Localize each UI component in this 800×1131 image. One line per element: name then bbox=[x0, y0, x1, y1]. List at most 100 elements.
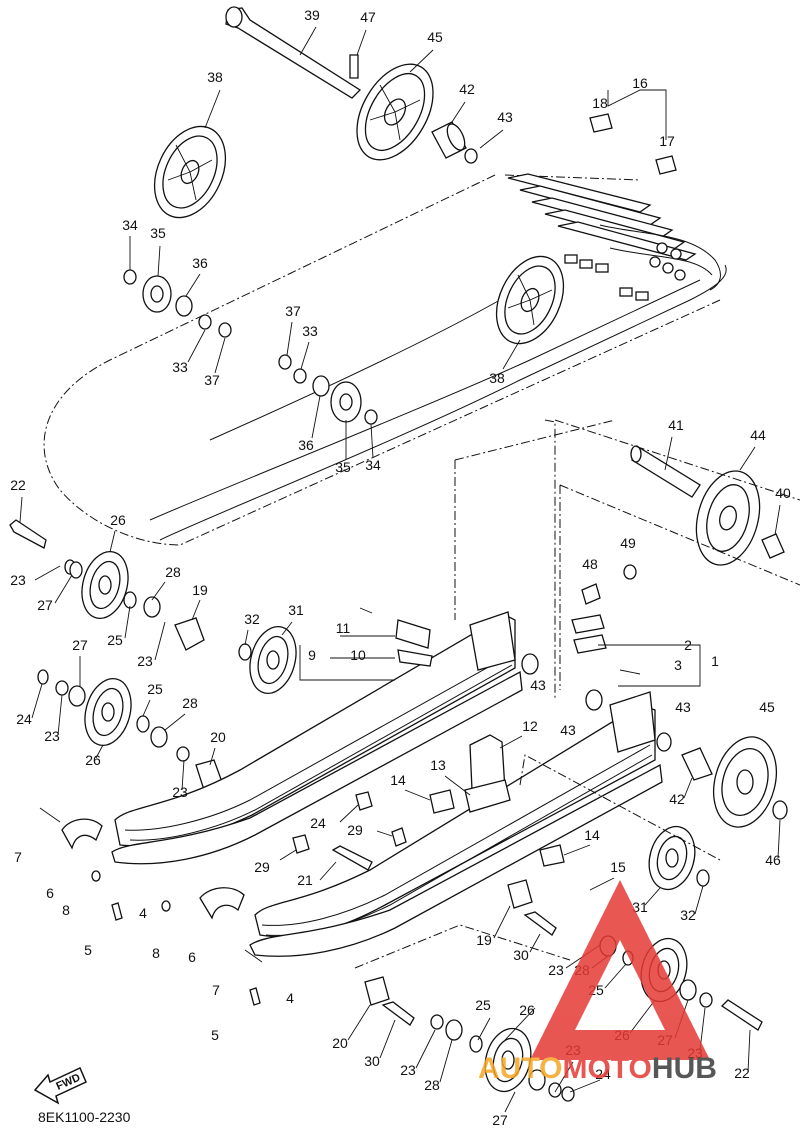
leader-line bbox=[154, 621, 166, 661]
callout-23b: 23 bbox=[137, 653, 153, 669]
leader-line bbox=[299, 26, 317, 56]
callout-32a: 32 bbox=[244, 611, 260, 627]
leader-line bbox=[563, 844, 591, 856]
arm-bracket-19-b bbox=[507, 879, 557, 936]
leader-line bbox=[409, 49, 434, 73]
callout-24b: 24 bbox=[310, 815, 326, 831]
callout-23a: 23 bbox=[10, 572, 26, 588]
leader-line bbox=[589, 877, 615, 891]
leader-line bbox=[124, 605, 131, 639]
callout-28b: 28 bbox=[182, 695, 198, 711]
rear-axle-shaft bbox=[225, 6, 362, 99]
callout-1: 1 bbox=[711, 653, 719, 669]
callout-43d: 43 bbox=[675, 699, 691, 715]
callout-36a: 36 bbox=[192, 255, 208, 271]
leader-line bbox=[774, 504, 781, 536]
callout-35a: 35 bbox=[150, 225, 166, 241]
callout-19a: 19 bbox=[192, 582, 208, 598]
callout-48: 48 bbox=[582, 556, 598, 572]
leader-line bbox=[191, 599, 201, 621]
warning-triangle-icon bbox=[530, 880, 710, 1060]
callout-6a: 6 bbox=[46, 885, 54, 901]
leader-line bbox=[444, 775, 471, 796]
leader-line bbox=[311, 395, 321, 439]
leader-line bbox=[739, 446, 756, 471]
callout-12: 12 bbox=[522, 718, 538, 734]
bearing-set-left bbox=[123, 269, 232, 338]
track-clips bbox=[564, 242, 686, 301]
callout-22a: 22 bbox=[10, 477, 26, 493]
callout-14a: 14 bbox=[390, 772, 406, 788]
leader-line bbox=[439, 1039, 453, 1083]
callout-27a: 27 bbox=[37, 597, 53, 613]
callout-6b: 6 bbox=[188, 949, 196, 965]
diagram-code: 8EK1100-2230 bbox=[38, 1109, 131, 1125]
washer-upper bbox=[464, 148, 478, 164]
leader-line bbox=[683, 777, 693, 799]
leader-line bbox=[214, 337, 226, 374]
callout-17: 17 bbox=[659, 133, 675, 149]
watermark-logo: AUTOMOTOHUB bbox=[478, 880, 717, 1085]
callout-23d: 23 bbox=[172, 784, 188, 800]
watermark-part2: MOTO bbox=[562, 1052, 651, 1085]
callout-14b: 14 bbox=[584, 827, 600, 843]
leader-line bbox=[157, 245, 161, 277]
leader-line bbox=[451, 101, 466, 123]
leader-line bbox=[356, 29, 367, 56]
leader-line bbox=[644, 887, 661, 906]
slide-rail-right bbox=[249, 691, 663, 957]
idler-wheel-right bbox=[695, 470, 761, 566]
collar-right bbox=[761, 533, 785, 559]
rear-wheel-left bbox=[153, 125, 227, 219]
callout-38a: 38 bbox=[207, 69, 223, 85]
callout-34b: 34 bbox=[365, 457, 381, 473]
spacer-collar-upper bbox=[431, 121, 467, 159]
callout-4a: 4 bbox=[139, 905, 147, 921]
bolt-22-left bbox=[9, 519, 47, 549]
callout-42a: 42 bbox=[459, 81, 475, 97]
callout-20b: 20 bbox=[332, 1035, 348, 1051]
callout-43b: 43 bbox=[530, 677, 546, 693]
callout-27d: 27 bbox=[492, 1112, 508, 1128]
callout-18: 18 bbox=[592, 95, 608, 111]
leader-line bbox=[286, 321, 293, 356]
leader-line bbox=[185, 273, 201, 297]
callout-24a: 24 bbox=[16, 711, 32, 727]
callout-23e: 23 bbox=[548, 962, 564, 978]
leader-line bbox=[244, 629, 249, 646]
watermark-text: AUTOMOTOHUB bbox=[478, 1052, 717, 1085]
leader-line bbox=[151, 581, 166, 601]
callout-25d: 25 bbox=[475, 997, 491, 1013]
callout-28a: 28 bbox=[165, 564, 181, 580]
callout-29a: 29 bbox=[347, 822, 363, 838]
bearing-set-right bbox=[278, 354, 378, 425]
rear-wheel-mid bbox=[495, 255, 565, 345]
leader-line bbox=[109, 530, 116, 553]
leader-line bbox=[493, 905, 511, 939]
leader-line bbox=[376, 830, 393, 837]
watermark-part1: AUTO bbox=[478, 1052, 562, 1085]
callout-28d: 28 bbox=[424, 1077, 440, 1093]
leader-line bbox=[300, 341, 310, 370]
callout-45a: 45 bbox=[427, 29, 443, 45]
idler-wheel-center bbox=[238, 626, 297, 694]
callout-22b: 22 bbox=[734, 1065, 750, 1081]
leader-line bbox=[604, 963, 627, 989]
callout-32b: 32 bbox=[680, 907, 696, 923]
callout-leaders bbox=[19, 26, 781, 1113]
leader-line bbox=[747, 1029, 751, 1073]
leader-line bbox=[95, 744, 104, 759]
callout-41: 41 bbox=[668, 417, 684, 433]
leader-line bbox=[529, 933, 541, 953]
callout-33b: 33 bbox=[302, 323, 318, 339]
callout-11: 11 bbox=[336, 620, 351, 636]
rear-wheel-upper bbox=[356, 63, 434, 161]
callout-7a: 7 bbox=[14, 849, 22, 865]
callout-23h: 23 bbox=[400, 1062, 416, 1078]
callout-25a: 25 bbox=[107, 632, 123, 648]
nut-46 bbox=[772, 800, 788, 820]
leader-line bbox=[477, 1017, 491, 1041]
leader-line bbox=[694, 885, 704, 915]
leader-line bbox=[209, 747, 216, 766]
